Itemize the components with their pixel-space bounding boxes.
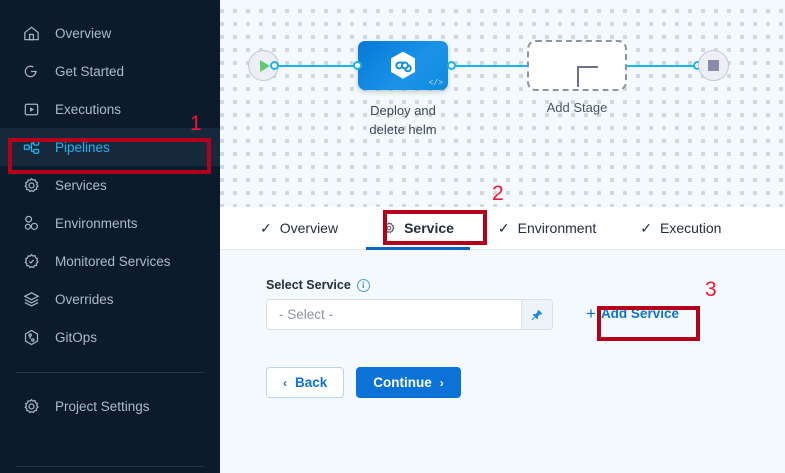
check-icon: ✓ <box>497 220 510 236</box>
pipeline-start-node[interactable] <box>248 50 279 81</box>
code-icon: </> <box>428 79 443 88</box>
connector-port[interactable] <box>270 61 279 70</box>
sidebar-item-label: Overview <box>55 25 112 41</box>
sidebar-item-label: Get Started <box>55 63 125 79</box>
sidebar-item-overview[interactable]: Overview <box>0 14 220 52</box>
service-form-panel: Select Service i - Select - + Add Servic… <box>220 250 785 473</box>
connector-port[interactable] <box>447 61 456 70</box>
back-button-label: Back <box>295 375 328 390</box>
stage-label-line-2: delete helm <box>369 122 437 137</box>
select-service-label-row: Select Service i <box>266 278 785 292</box>
sidebar-item-label: Services <box>55 177 107 193</box>
check-icon: ✓ <box>640 220 652 236</box>
environments-icon <box>22 214 41 233</box>
pipeline-end-node[interactable] <box>698 50 729 81</box>
gear-icon <box>382 221 396 235</box>
stage-label-line-1: Deploy and <box>370 103 436 118</box>
sidebar-item-overrides[interactable]: Overrides <box>0 280 220 318</box>
connector-wire <box>624 65 720 67</box>
continue-button[interactable]: Continue › <box>356 367 461 398</box>
gear-icon <box>22 397 41 416</box>
play-icon <box>259 59 270 72</box>
tab-execution[interactable]: ✓ Execution <box>618 207 743 250</box>
sidebar-item-label: Pipelines <box>55 139 110 155</box>
stage-node-label: Deploy and delete helm <box>333 101 473 139</box>
sidebar-item-label: Project Settings <box>55 398 150 414</box>
chevron-left-icon: ‹ <box>283 375 287 390</box>
chevron-right-icon: › <box>439 375 444 390</box>
back-button[interactable]: ‹ Back <box>266 367 345 398</box>
pipelines-icon <box>22 138 41 157</box>
sidebar-bottom-divider <box>16 466 204 467</box>
select-service-input[interactable]: - Select - <box>267 300 521 329</box>
pipeline-canvas[interactable]: </> Deploy and delete helm Add Stage <box>220 0 785 207</box>
continue-button-label: Continue <box>373 375 432 390</box>
select-service-control[interactable]: - Select - <box>266 299 553 330</box>
add-service-button[interactable]: + Add Service <box>578 302 687 325</box>
sidebar: Overview Get Started Executions <box>0 0 220 473</box>
sidebar-item-gitops[interactable]: GitOps <box>0 318 220 356</box>
pipeline-flow: </> Deploy and delete helm Add Stage <box>220 0 785 140</box>
get-started-icon <box>22 62 41 81</box>
sidebar-item-services[interactable]: Services <box>0 166 220 204</box>
pin-icon[interactable] <box>521 300 552 329</box>
stop-icon <box>708 60 719 71</box>
tab-service[interactable]: Service <box>360 207 476 250</box>
main-area: </> Deploy and delete helm Add Stage <box>220 0 785 473</box>
plus-icon: + <box>586 304 596 323</box>
add-service-label: Add Service <box>600 306 679 321</box>
select-service-label: Select Service <box>266 278 351 292</box>
select-service-row: - Select - + Add Service <box>266 299 785 330</box>
add-stage-label: Add Stage <box>546 100 608 115</box>
monitored-services-icon <box>22 252 41 271</box>
sidebar-item-label: Monitored Services <box>55 253 171 269</box>
tab-environment[interactable]: ✓ Environment <box>476 207 618 250</box>
sidebar-item-label: Executions <box>55 101 122 117</box>
harness-hexagon-icon <box>390 51 416 80</box>
tab-label: Overview <box>279 220 339 236</box>
sidebar-item-get-started[interactable]: Get Started <box>0 52 220 90</box>
sidebar-item-monitored-services[interactable]: Monitored Services <box>0 242 220 280</box>
sidebar-item-executions[interactable]: Executions <box>0 90 220 128</box>
gitops-icon <box>22 328 41 347</box>
sidebar-item-label: Environments <box>55 215 138 231</box>
tab-overview[interactable]: ✓ Overview <box>238 207 360 250</box>
gear-icon <box>22 176 41 195</box>
home-icon <box>22 24 41 43</box>
sidebar-item-project-settings[interactable]: Project Settings <box>0 387 220 425</box>
stage-node-deploy-and-delete-helm[interactable]: </> <box>358 41 448 90</box>
layers-icon <box>22 290 41 309</box>
connector-wire <box>452 65 558 67</box>
tab-label: Service <box>404 220 454 236</box>
check-icon: ✓ <box>260 220 272 236</box>
executions-icon <box>22 100 41 119</box>
tab-label: Environment <box>517 220 597 236</box>
sidebar-divider <box>16 372 204 373</box>
info-icon[interactable]: i <box>356 278 370 292</box>
add-stage-button[interactable] <box>527 40 627 91</box>
connector-port[interactable] <box>353 61 362 70</box>
sidebar-item-label: Overrides <box>55 291 114 307</box>
sidebar-item-label: GitOps <box>55 329 98 345</box>
tab-label: Execution <box>659 220 722 236</box>
stage-tabs: ✓ Overview Service ✓ Environment ✓ Execu… <box>220 207 785 250</box>
connector-wire <box>272 65 398 67</box>
sidebar-item-pipelines[interactable]: Pipelines <box>0 128 220 166</box>
form-actions: ‹ Back Continue › <box>266 367 785 398</box>
sidebar-item-environments[interactable]: Environments <box>0 204 220 242</box>
